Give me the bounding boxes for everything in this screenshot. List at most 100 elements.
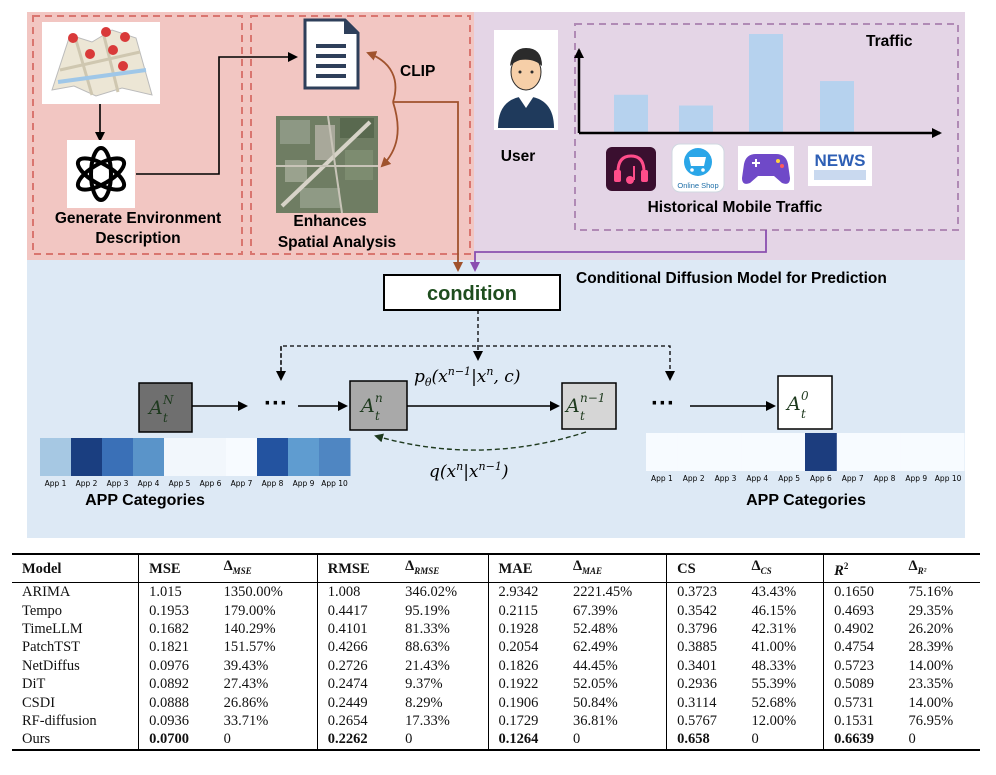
heatmap-right-cell (677, 433, 711, 471)
heatmap-right-cell (900, 433, 933, 471)
satellite-image (276, 115, 378, 214)
generate-description-label-2: Description (95, 230, 180, 247)
table-cell: 0.1531 (823, 711, 899, 731)
traffic-bar (679, 105, 713, 132)
table-cell: 2.9342 (487, 582, 563, 602)
table-cell: CSDI (22, 694, 56, 711)
condition-label: condition (427, 283, 517, 305)
table-cell: 0.3542 (666, 601, 742, 620)
table-cell: 0.2654 (316, 711, 396, 731)
table-cell: 0.658 (666, 730, 742, 751)
diagram-figure: Generate Environment Description CLIP En… (27, 12, 965, 538)
col-r2: R2 (823, 553, 899, 583)
condition-box (383, 274, 561, 311)
table-cell: 0.2726 (316, 656, 396, 675)
table-cell: 0.0936 (138, 711, 214, 731)
heatmap-left-cell (164, 438, 196, 476)
table-cell: 12.00% (751, 712, 797, 729)
table-cell: 0.5731 (823, 693, 899, 712)
table-cell: 0.1650 (823, 582, 899, 602)
clip-label: CLIP (400, 63, 435, 80)
heatmap-left-cell (319, 438, 351, 476)
svg-text:N: N (162, 393, 174, 407)
app-categories-right-label: APP Categories (746, 492, 866, 509)
traffic-bars (614, 34, 854, 132)
table-cell: 179.00% (223, 602, 276, 619)
heatmap-right-cell (741, 433, 774, 471)
svg-text:n−1: n−1 (580, 391, 605, 405)
document-icon (303, 18, 360, 90)
table-cell: 0.1906 (487, 693, 563, 712)
table-cell: 0.2449 (316, 693, 396, 712)
table-cell: 9.37% (405, 676, 443, 693)
table-cell: 0 (213, 730, 318, 751)
heatmap-left-cell (257, 438, 289, 476)
table-cell: 52.68% (751, 694, 797, 711)
table-cell: 8.29% (405, 694, 443, 711)
table-cell: Tempo (22, 602, 63, 619)
heatmap-left-tick-label: App 5 (169, 479, 191, 488)
col-mae: MAE (487, 553, 563, 583)
heatmap-right-cell (646, 433, 679, 471)
col-mse: MSE (138, 553, 214, 583)
map-image (42, 22, 160, 104)
table-cell: 17.33% (405, 712, 450, 729)
heatmap-left-tick-label: App 4 (138, 479, 160, 488)
table-cell: 0.6639 (823, 730, 899, 751)
table-cell: 0.0892 (138, 674, 214, 694)
table-cell: TimeLLM (22, 620, 83, 637)
table-cell: 76.95% (908, 712, 954, 729)
table-cell: 0.0888 (138, 693, 214, 712)
table-cell: 48.33% (751, 657, 797, 674)
svg-text:A: A (359, 395, 375, 417)
table-cell: 0.0700 (138, 730, 214, 751)
music-app-icon (606, 147, 656, 191)
table-cell: 1.015 (138, 582, 214, 602)
forward-process-formula: q(xn|xn−1) (429, 460, 508, 482)
table-cell: 0.3796 (666, 619, 742, 639)
table-cell: 46.15% (751, 602, 797, 619)
table-cell: 41.00% (751, 639, 797, 656)
svg-text:A: A (564, 395, 580, 417)
table-cell: 0.1953 (138, 601, 214, 620)
heatmap-left-cell (133, 438, 165, 476)
col-model: Model (12, 553, 139, 583)
heatmap-right-tick-label: App 2 (683, 474, 705, 483)
table-cell: 50.84% (572, 694, 618, 711)
table-cell: ARIMA (22, 584, 71, 601)
table-cell: 0.5723 (823, 656, 899, 675)
results-table: Model MSE ΔMSE RMSE ΔRMSE MAE ΔMAE CS ΔC… (12, 553, 980, 751)
table-cell: 0.5089 (823, 674, 899, 694)
table-cell: 95.19% (405, 602, 450, 619)
svg-text:NEWS: NEWS (815, 151, 866, 170)
heatmap-right-cell (773, 433, 806, 471)
table-cell: 0 (562, 730, 667, 751)
table-cell: 62.49% (572, 639, 618, 656)
col-delta-r2: ΔR² (898, 553, 980, 583)
table-cell: 0 (395, 730, 489, 751)
table-cell: 0.4266 (316, 638, 396, 657)
table-cell: DiT (22, 676, 46, 693)
heatmap-right-cell (709, 433, 742, 471)
heatmap-left-cell (288, 438, 320, 476)
table-cell: 52.05% (572, 676, 618, 693)
col-delta-mse: ΔMSE (213, 553, 318, 583)
user-label: User (501, 148, 535, 165)
state-box-N: A N t (138, 382, 193, 433)
generate-description-label-1: Generate Environment (55, 210, 221, 227)
environment-description-box (32, 15, 243, 255)
heatmap-left-tick-label: App 8 (262, 479, 284, 488)
table-cell: 0.1821 (138, 638, 214, 657)
ellipsis-right: ··· (651, 390, 675, 417)
heatmap-right-tick-label: App 8 (874, 474, 896, 483)
table-cell: 26.20% (908, 620, 954, 637)
heatmap-left-tick-label: App 3 (107, 479, 129, 488)
